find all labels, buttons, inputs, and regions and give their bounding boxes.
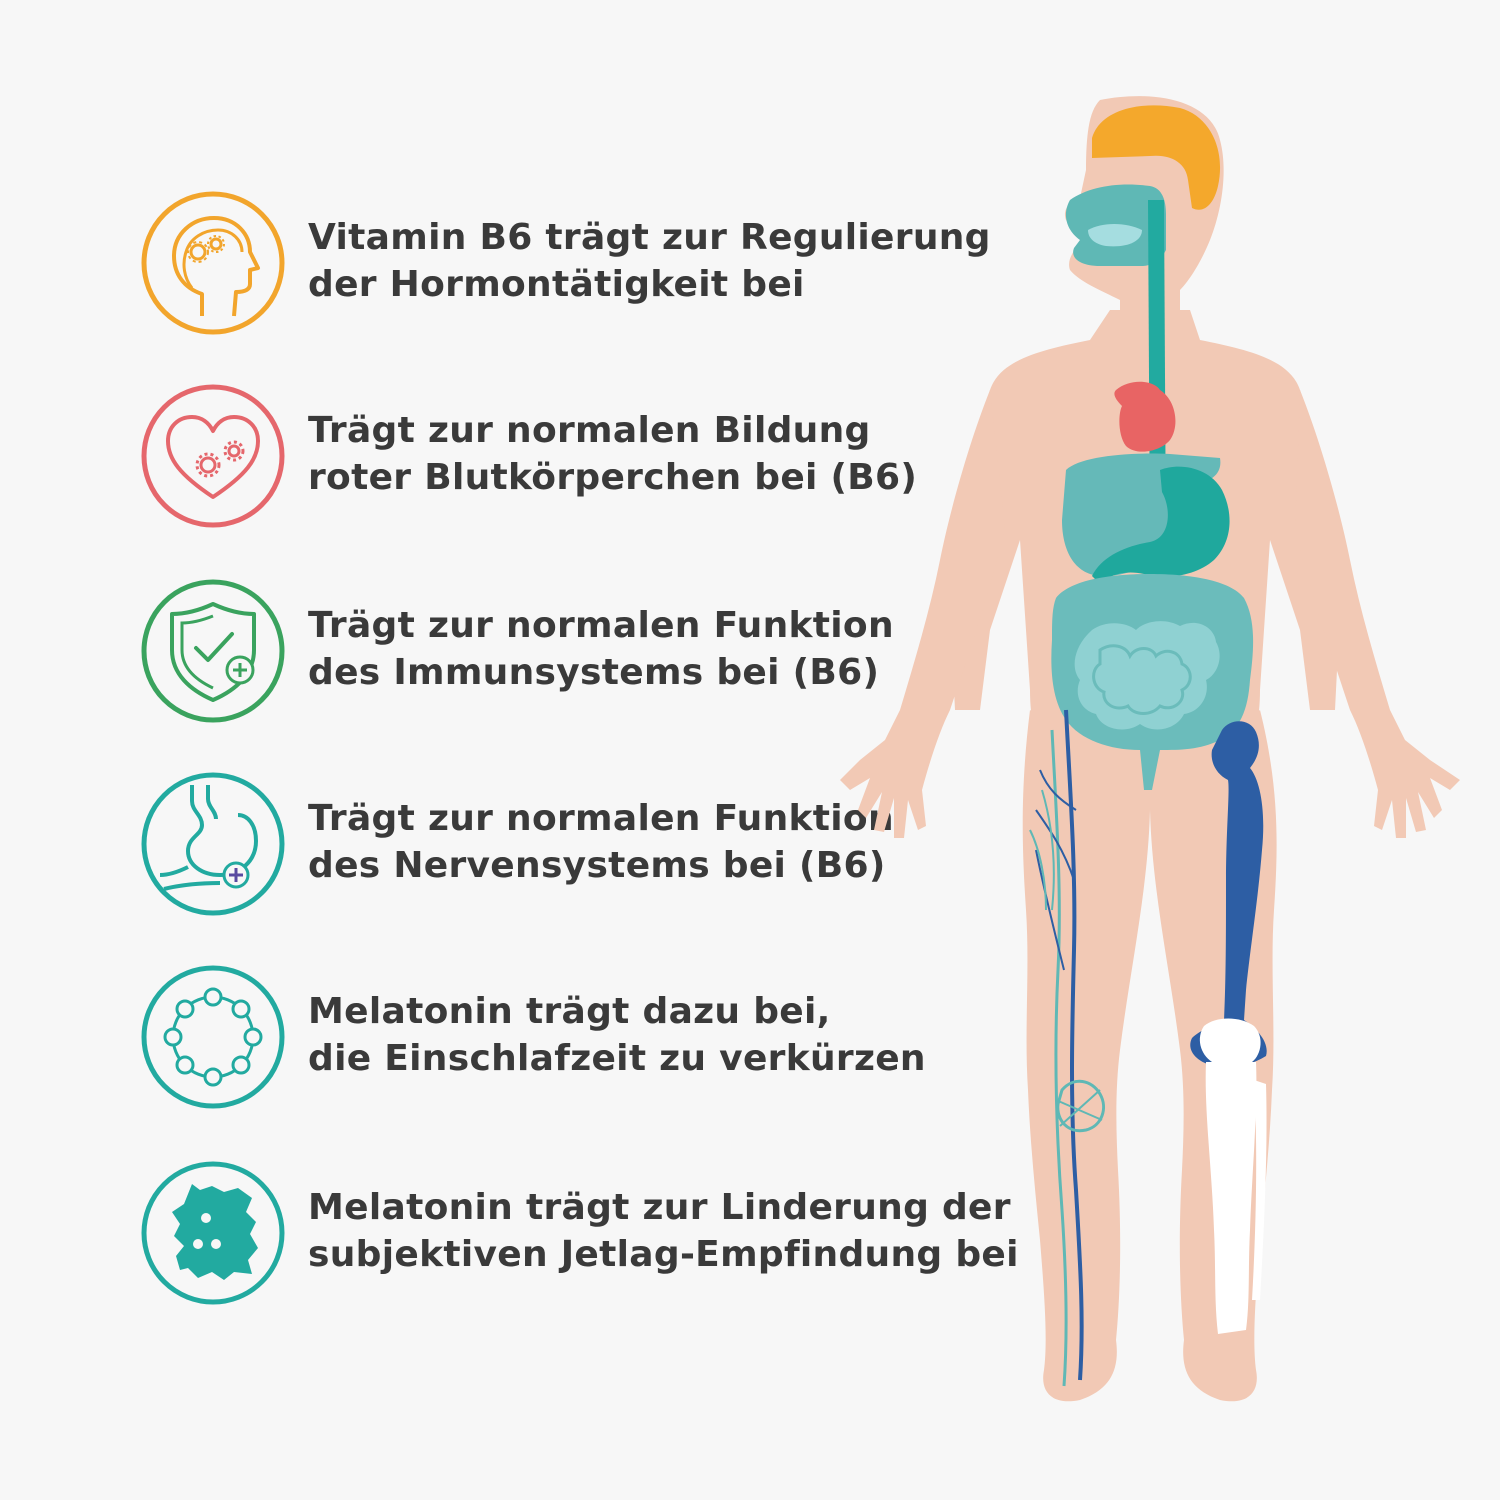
benefit-list: Vitamin B6 trägt zur Regulierung der Hor… <box>140 190 1019 1306</box>
benefit-line-2: subjektiven Jetlag-Empfindung bei <box>308 1234 1019 1275</box>
benefit-line-1: Melatonin trägt dazu bei, <box>308 991 831 1032</box>
benefit-line-2: des Nervensystems bei (B6) <box>308 845 886 886</box>
benefit-sleep-onset: Melatonin trägt dazu bei, die Einschlafz… <box>140 964 960 1110</box>
benefit-line-1: Trägt zur normalen Funktion <box>308 798 894 839</box>
benefit-line-1: Melatonin trägt zur Linderung der <box>308 1187 1011 1228</box>
benefit-red-blood-cells: Trägt zur normalen Bildung roter Blutkör… <box>140 383 960 529</box>
femur-bone <box>1190 721 1267 1068</box>
benefit-hormones: Vitamin B6 trägt zur Regulierung der Hor… <box>140 190 991 336</box>
stomach-plus-icon <box>140 771 286 917</box>
benefit-text: Melatonin trägt dazu bei, die Einschlafz… <box>308 988 958 1082</box>
world-map-icon <box>140 1160 286 1306</box>
lower-leg-bones <box>1199 1018 1267 1334</box>
brain-shape <box>1092 105 1221 210</box>
molecule-ring-icon <box>140 964 286 1110</box>
human-body-illustration <box>830 90 1490 1420</box>
benefit-text: Melatonin trägt zur Linderung der subjek… <box>308 1184 1019 1278</box>
heart-gears-icon <box>140 383 286 529</box>
head-gears-icon <box>140 190 286 336</box>
shield-check-icon <box>140 578 286 724</box>
stomach-organ <box>1092 466 1230 584</box>
benefit-text: Trägt zur normalen Bildung roter Blutkör… <box>308 407 958 501</box>
heart-organ <box>1114 381 1176 452</box>
benefit-line-1: Trägt zur normalen Bildung <box>308 410 871 451</box>
benefit-text: Trägt zur normalen Funktion des Nervensy… <box>308 795 958 889</box>
benefit-line-2: der Hormontätigkeit bei <box>308 264 805 305</box>
benefit-text: Trägt zur normalen Funktion des Immunsys… <box>308 602 958 696</box>
intestines <box>1051 574 1254 790</box>
benefit-line-2: die Einschlafzeit zu verkürzen <box>308 1038 926 1079</box>
veins-and-nerves <box>1029 709 1105 1387</box>
benefit-jetlag: Melatonin trägt zur Linderung der subjek… <box>140 1160 1019 1306</box>
benefit-text: Vitamin B6 trägt zur Regulierung der Hor… <box>308 214 991 308</box>
benefit-nervous-system: Trägt zur normalen Funktion des Nervensy… <box>140 771 960 917</box>
benefit-line-2: des Immunsystems bei (B6) <box>308 652 880 693</box>
benefit-line-1: Trägt zur normalen Funktion <box>308 605 894 646</box>
benefit-immune-system: Trägt zur normalen Funktion des Immunsys… <box>140 578 960 724</box>
benefit-line-2: roter Blutkörperchen bei (B6) <box>308 457 918 498</box>
benefit-line-1: Vitamin B6 trägt zur Regulierung <box>308 217 991 258</box>
